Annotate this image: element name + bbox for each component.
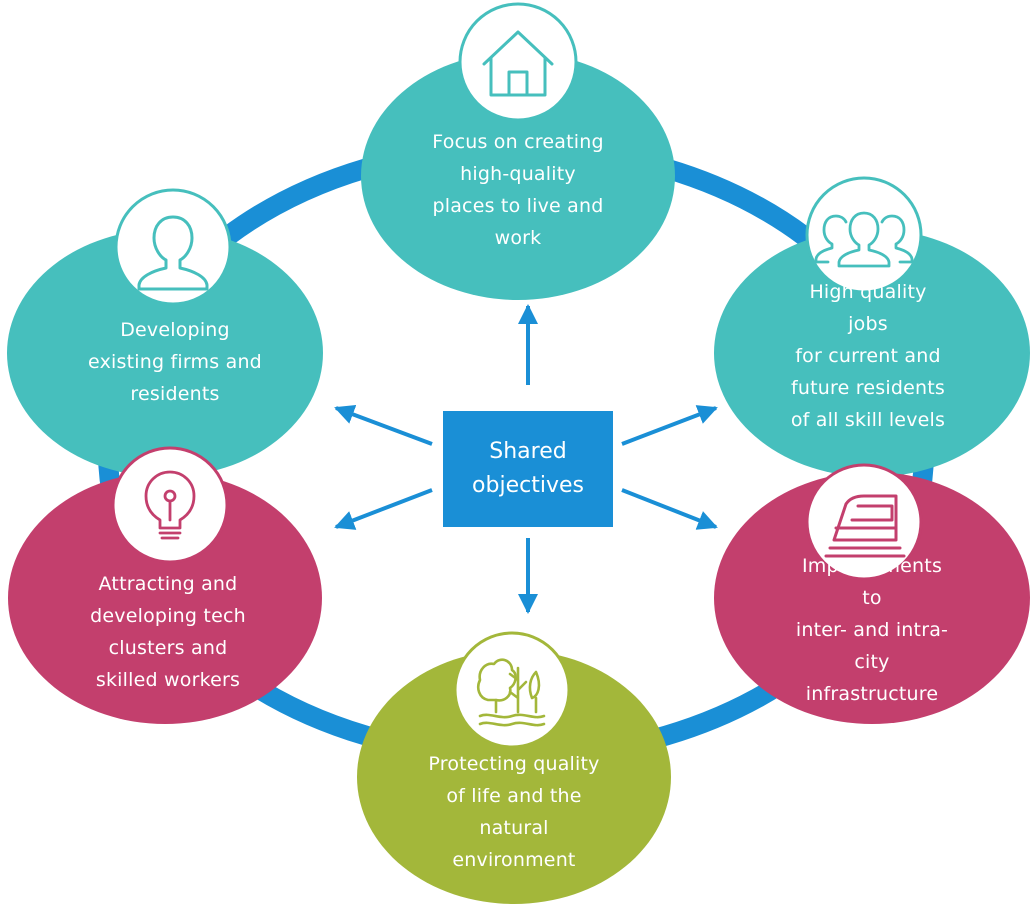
person-icon xyxy=(114,188,232,306)
arrows xyxy=(334,304,718,614)
node-infrastructure-bubble xyxy=(714,472,1030,724)
node-places-label: Focus on creating high-quality places to… xyxy=(432,131,604,249)
arrow-upper-left xyxy=(334,404,433,446)
node-jobs-bubble xyxy=(714,229,1030,477)
node-firms-label: Developing existing firms and residents xyxy=(88,319,262,405)
people-group-icon xyxy=(805,176,923,294)
house-icon xyxy=(458,2,578,122)
shared-objectives-label: Shared objectives xyxy=(472,439,584,498)
arrow-lower-left xyxy=(334,488,433,530)
node-infrastructure-label: Improvements to inter- and intra- city i… xyxy=(795,555,949,705)
lightbulb-icon xyxy=(111,446,229,564)
arrow-lower-right xyxy=(621,488,718,530)
shared-objectives-box: Shared objectives xyxy=(443,411,613,527)
arrow-upper-right xyxy=(621,405,718,446)
node-environment-label: Protecting quality of life and the natur… xyxy=(428,753,600,871)
node-firms-bubble xyxy=(7,229,323,477)
node-tech-label: Attracting and developing tech clusters … xyxy=(90,573,246,691)
trees-icon xyxy=(453,631,571,749)
node-environment-bubble xyxy=(357,650,671,904)
train-icon xyxy=(805,463,923,581)
node-jobs-label: High quality jobs for current and future… xyxy=(790,281,946,431)
node-tech-bubble xyxy=(8,472,322,724)
node-places-bubble xyxy=(361,52,675,300)
